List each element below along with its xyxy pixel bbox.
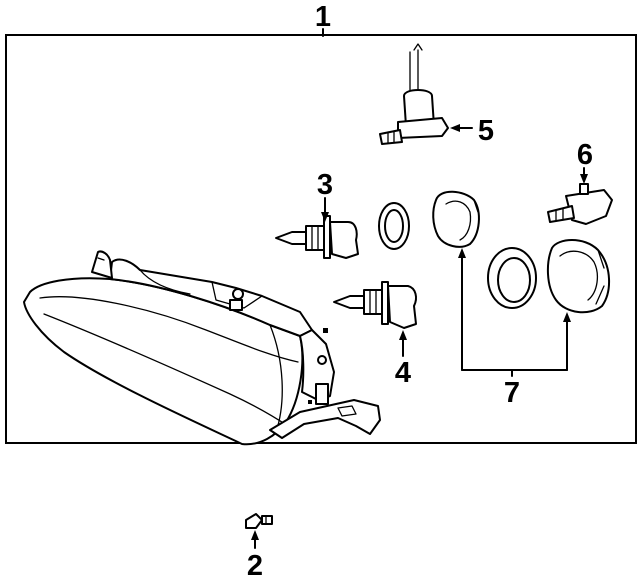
callout-1-label: 1	[315, 1, 331, 33]
socket-5: 5	[379, 43, 494, 147]
headlamp-housing	[23, 250, 381, 446]
callout-4-label: 4	[395, 357, 411, 389]
retaining-ring	[487, 247, 537, 309]
callout-1: 1	[315, 1, 331, 37]
assembly-frame	[5, 34, 637, 444]
callout-2-label: 2	[247, 550, 263, 580]
bolt-2: 2	[245, 513, 273, 580]
callout-7-label: 7	[504, 377, 520, 409]
cover-7	[432, 190, 480, 248]
callout-3-label: 3	[317, 169, 333, 201]
bulb-3: 3	[275, 169, 359, 259]
o-ring-seal	[378, 202, 410, 250]
callout-7-leader: 7	[458, 248, 571, 409]
callout-5-label: 5	[478, 115, 494, 147]
socket-6: 6	[547, 139, 613, 225]
bulb-4: 4	[333, 281, 417, 389]
callout-6-label: 6	[577, 139, 593, 171]
bulb-cover-ring	[546, 239, 611, 314]
